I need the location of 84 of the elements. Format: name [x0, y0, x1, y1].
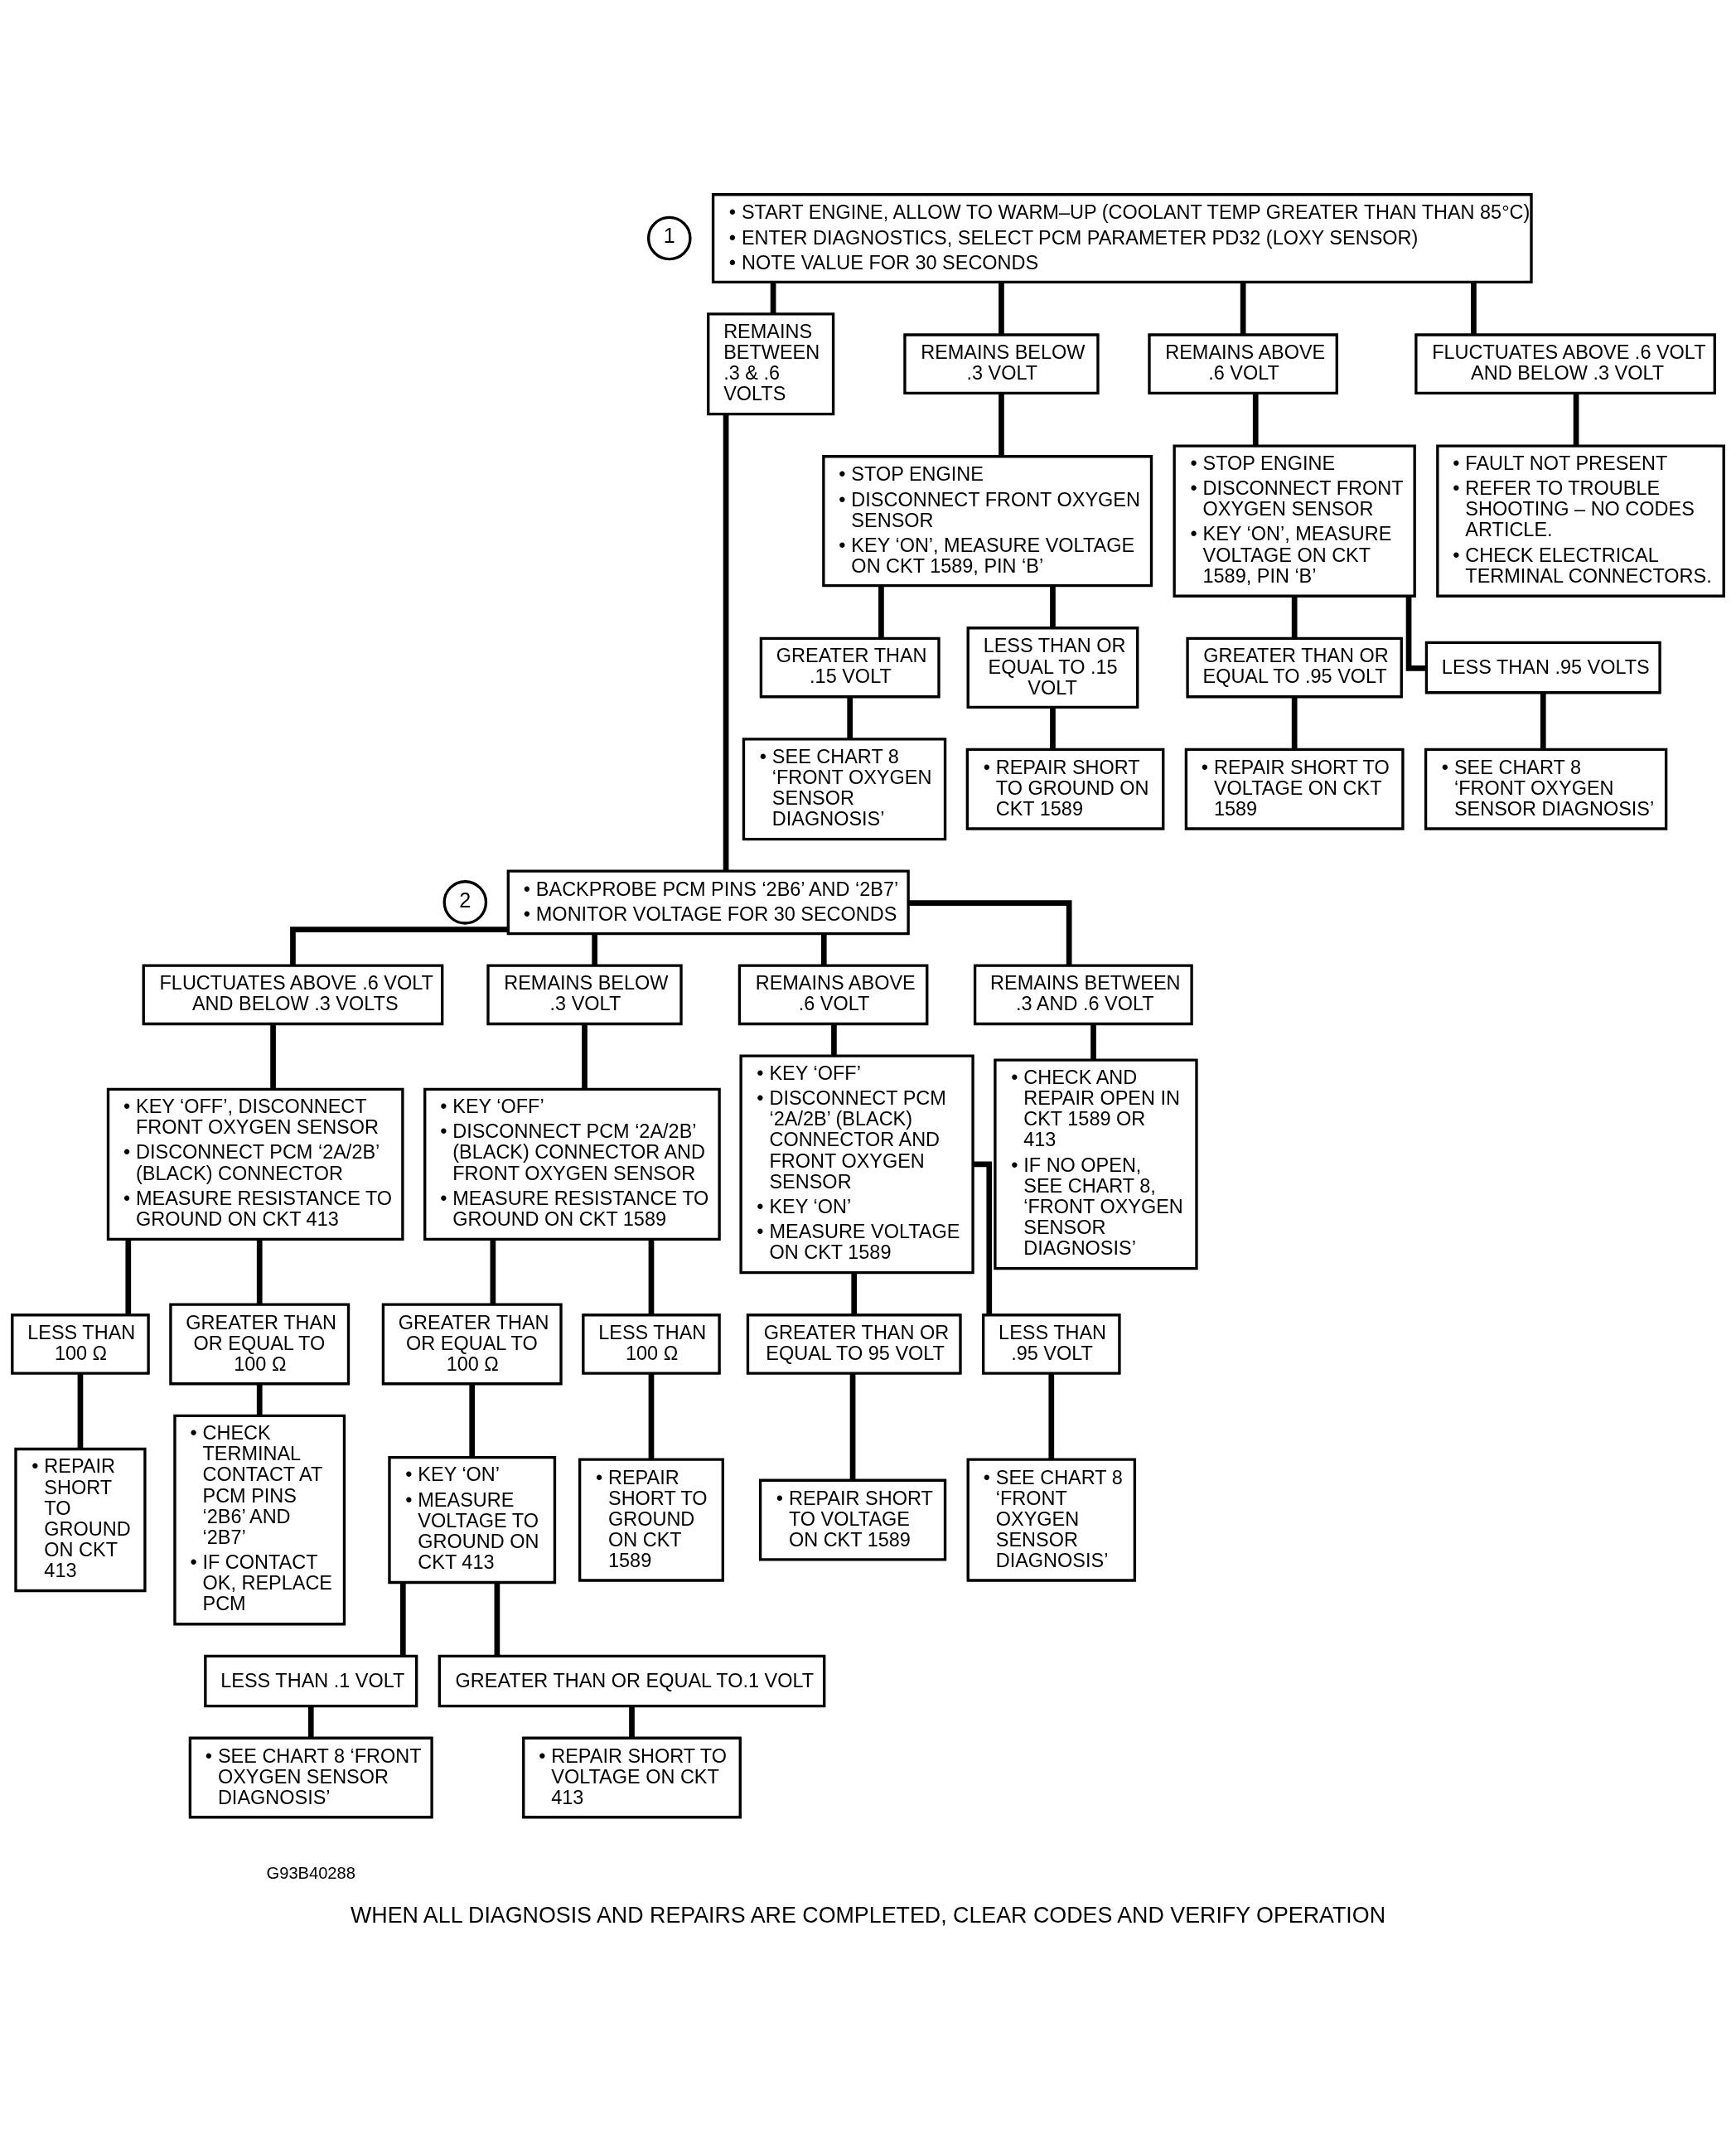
connector	[770, 282, 776, 314]
node-box: • REPAIR SHORT TO VOLTAGE ON CKT 413	[522, 1736, 742, 1818]
node-box: • REPAIR SHORT TO GROUND ON CKT 1589	[965, 748, 1165, 830]
connector	[592, 933, 597, 965]
node-box: LESS THAN .95 VOLTS	[1424, 641, 1661, 694]
node-box: • KEY ‘OFF’, DISCONNECT FRONT OXYGEN SENSOR • DISCONNECT PCM ‘2A/2B’ (BLACK) CONNECTOR • MEASURE RESISTANCE TO GROUND ON CKT 413	[106, 1087, 404, 1241]
node-box: REMAINS BELOW .3 VOLT	[903, 332, 1100, 394]
connector	[648, 1372, 655, 1459]
node-box: • CHECK AND REPAIR OPEN IN CKT 1589 OR 413 • IF NO OPEN, SEE CHART 8, ‘FRONT OXYGEN SENSOR DIAGNOSIS’	[994, 1057, 1198, 1270]
connector	[125, 1239, 132, 1315]
connector	[999, 393, 1004, 456]
connector	[820, 933, 827, 965]
node-circle: 1	[646, 215, 692, 260]
connector	[847, 696, 853, 739]
node-box: • KEY ‘ON’ • MEASURE VOLTAGE TO GROUND ON CKT 413	[388, 1455, 557, 1584]
connector	[999, 282, 1004, 335]
node-box: • REPAIR SHORT TO GROUND ON CKT 1589	[578, 1457, 724, 1582]
node-box: REMAINS BELOW .3 VOLT	[486, 963, 683, 1025]
node-box: GREATER THAN OR EQUAL TO 95 VOLT	[746, 1313, 962, 1375]
connector	[723, 414, 729, 871]
node-box: LESS THAN OR EQUAL TO .15 VOLT	[966, 626, 1139, 709]
connector	[973, 1161, 993, 1315]
connector	[77, 1372, 84, 1449]
connector	[1573, 393, 1579, 446]
connector	[469, 1383, 476, 1457]
node-box: GREATER THAN OR EQUAL TO.1 VOLT	[438, 1654, 826, 1707]
caption: WHEN ALL DIAGNOSIS AND REPAIRS ARE COMPLETED, CLEAR CODES AND VERIFY OPERATION	[350, 1902, 1386, 1928]
node-circle: 2	[442, 879, 488, 925]
node-box: • SEE CHART 8 ‘FRONT OXYGEN SENSOR DIAGNOSIS’	[742, 737, 947, 840]
connector	[849, 1372, 856, 1480]
node-box: GREATER THAN .15 VOLT	[759, 636, 941, 698]
node-box: • STOP ENGINE • DISCONNECT FRONT OXYGEN SENSOR • KEY ‘ON’, MEASURE VOLTAGE ON CKT 1589, PIN ‘B’	[1173, 443, 1416, 598]
node-box: • STOP ENGINE • DISCONNECT FRONT OXYGEN SENSOR • KEY ‘ON’, MEASURE VOLTAGE ON CKT 1589, PIN ‘B’	[822, 454, 1153, 587]
connector	[1291, 596, 1298, 638]
connector	[399, 1582, 406, 1656]
node-box: REMAINS ABOVE .6 VOLT	[737, 963, 929, 1025]
connector	[1050, 585, 1056, 627]
connector	[648, 1239, 655, 1315]
connector	[494, 1582, 500, 1656]
connector	[1405, 596, 1427, 671]
node-box: REMAINS BETWEEN .3 AND .6 VOLT	[973, 963, 1193, 1025]
connector	[851, 1272, 858, 1314]
label: G93B40288	[266, 1863, 355, 1882]
node-box: FLUCTUATES ABOVE .6 VOLT AND BELOW .3 VOLTS	[142, 963, 444, 1025]
node-box: • BACKPROBE PCM PINS ‘2B6’ AND ‘2B7’ • MONITOR VOLTAGE FOR 30 SECONDS	[506, 869, 910, 935]
node-box: • REPAIR SHORT TO VOLTAGE ON CKT 1589	[1184, 748, 1405, 830]
connector	[629, 1706, 635, 1738]
connector	[1291, 696, 1298, 749]
connector	[1240, 282, 1246, 335]
connector	[1050, 707, 1056, 749]
node-box: GREATER THAN OR EQUAL TO 100 Ω	[381, 1303, 563, 1385]
connector	[270, 1023, 276, 1089]
node-box: GREATER THAN OR EQUAL TO .95 VOLT	[1186, 636, 1403, 698]
node-box: LESS THAN 100 Ω	[582, 1313, 721, 1375]
node-box: • KEY ‘OFF’ • DISCONNECT PCM ‘2A/2B’ (BLACK) CONNECTOR AND FRONT OXYGEN SENSOR • MEASURE RESISTANCE TO GROUND ON CKT 1589	[423, 1087, 721, 1241]
connector	[256, 1383, 263, 1415]
node-box: • CHECK TERMINAL CONTACT AT PCM PINS ‘2B6’ AND ‘2B7’ • IF CONTACT OK, REPLACE PCM	[173, 1414, 346, 1625]
connector	[582, 1023, 588, 1089]
connector	[908, 899, 1072, 965]
connector	[490, 1239, 496, 1304]
connector	[831, 1023, 837, 1056]
connector	[878, 585, 884, 638]
node-box: • REPAIR SHORT TO VOLTAGE ON CKT 1589	[758, 1478, 947, 1560]
node-box: • START ENGINE, ALLOW TO WARM–UP (COOLANT TEMP GREATER THAN THAN 85°C) • ENTER DIAGNOSTICS, SELECT PCM PARAMETER PD32 (LOXY SENSOR) • NOTE VALUE FOR 30 SECONDS	[711, 192, 1533, 283]
node-box: LESS THAN 100 Ω	[11, 1313, 150, 1375]
node-box: • FAULT NOT PRESENT • REFER TO TROUBLE SHOOTING – NO CODES ARTICLE. • CHECK ELECTRICAL TERMINAL CONNECTORS.	[1436, 443, 1725, 598]
node-box: REMAINS ABOVE .6 VOLT	[1148, 332, 1338, 394]
node-box: REMAINS BETWEEN .3 & .6 VOLTS	[707, 312, 835, 415]
connector	[1540, 692, 1546, 749]
connector	[1090, 1023, 1096, 1060]
node-box: • SEE CHART 8 ‘FRONT OXYGEN SENSOR DIAGNOSIS’	[1424, 748, 1668, 830]
node-box: LESS THAN .1 VOLT	[204, 1654, 418, 1707]
node-box: LESS THAN .95 VOLT	[981, 1313, 1121, 1375]
connector	[1048, 1372, 1055, 1459]
connector	[1471, 282, 1477, 335]
connector	[256, 1239, 263, 1304]
node-box: • SEE CHART 8 ‘FRONT OXYGEN SENSOR DIAGNOSIS’	[188, 1736, 433, 1818]
node-box: FLUCTUATES ABOVE .6 VOLT AND BELOW .3 VOLT	[1414, 332, 1716, 394]
node-box: • REPAIR SHORT TO GROUND ON CKT 413	[14, 1447, 147, 1592]
connector	[1252, 393, 1259, 446]
node-box: • KEY ‘OFF’ • DISCONNECT PCM ‘2A/2B’ (BLACK) CONNECTOR AND FRONT OXYGEN SENSOR • KEY ‘ON’ • MEASURE VOLTAGE ON CKT 1589	[739, 1053, 974, 1274]
connector	[307, 1706, 314, 1738]
node-box: • SEE CHART 8 ‘FRONT OXYGEN SENSOR DIAGNOSIS’	[966, 1457, 1137, 1582]
node-box: GREATER THAN OR EQUAL TO 100 Ω	[169, 1303, 351, 1385]
